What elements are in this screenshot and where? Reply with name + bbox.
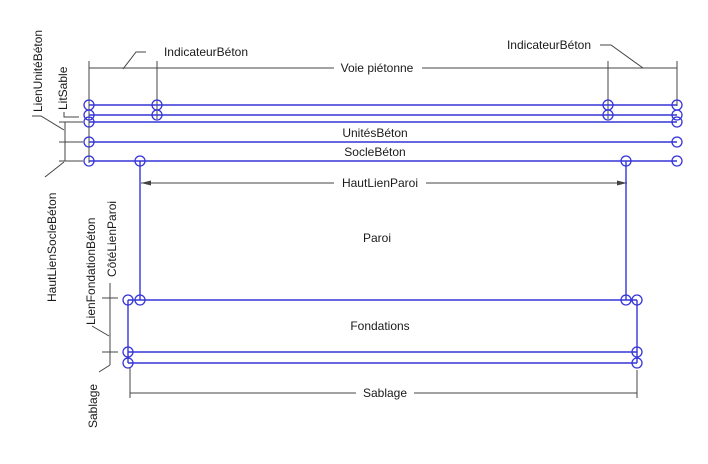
grip-point <box>631 357 643 369</box>
structure-lines <box>83 99 683 369</box>
grip-point <box>671 155 683 167</box>
label-voie-pietonne: Voie piétonne <box>341 61 414 75</box>
label-sablage-dim: Sablage <box>363 386 407 400</box>
label-haut-lien-socle-beton: HautLienSocleBéton <box>45 193 59 302</box>
label-lien-unite-beton: LienUnitéBéton <box>31 30 45 112</box>
label-paroi: Paroi <box>363 231 391 245</box>
label-indicateur-beton-left: IndicateurBéton <box>164 45 248 59</box>
lien-fondation-beton-leader <box>91 325 110 337</box>
sablage-label-leader <box>98 364 111 373</box>
label-fondations: Fondations <box>350 319 409 333</box>
grip-point <box>620 294 632 306</box>
text-labels: IndicateurBéton IndicateurBéton Voie pié… <box>31 30 591 428</box>
grip-point <box>151 109 163 121</box>
grip-point <box>83 155 95 167</box>
grip-point <box>671 109 683 121</box>
lit-sable-leader <box>63 112 79 118</box>
label-sablage-left: Sablage <box>86 384 100 428</box>
label-lit-sable: LitSable <box>56 66 70 110</box>
label-socle-beton: SocleBéton <box>344 145 405 159</box>
grip-point <box>122 346 134 358</box>
dimension-arrows <box>141 180 627 186</box>
label-indicateur-beton-right: IndicateurBéton <box>507 38 591 52</box>
annotation-lines <box>32 44 678 398</box>
grip-point <box>631 346 643 358</box>
grip-point <box>631 294 643 306</box>
label-cote-lien-paroi: CôtéLienParoi <box>105 201 119 277</box>
label-haut-lien-paroi: HautLienParoi <box>342 176 418 190</box>
grip-point <box>134 155 146 167</box>
grip-point <box>122 357 134 369</box>
grip-point <box>122 294 134 306</box>
grip-point <box>83 116 95 128</box>
indicateur-beton-right-leader <box>600 44 644 69</box>
haut-lien-socle-beton-leader <box>44 161 65 178</box>
arrow-right-icon <box>617 180 627 186</box>
indicateur-beton-left-leader <box>122 51 146 70</box>
grip-point <box>83 136 95 148</box>
grip-point <box>671 136 683 148</box>
grip-point <box>620 155 632 167</box>
label-unites-beton: UnitésBéton <box>342 126 407 140</box>
grip-point <box>671 116 683 128</box>
grip-point <box>83 109 95 121</box>
grip-point <box>134 294 146 306</box>
grip-point <box>602 109 614 121</box>
arrow-left-icon <box>141 180 151 186</box>
grip-points <box>83 99 683 369</box>
label-lien-fondation-beton: LienFondationBéton <box>84 218 98 325</box>
lien-unite-beton-leader <box>32 115 65 131</box>
